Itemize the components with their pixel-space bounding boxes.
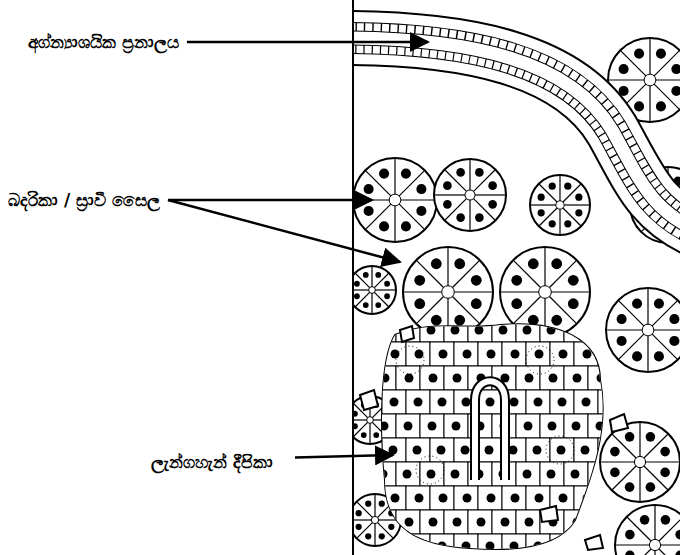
part-label: ලැන්ගහැන් දීපිකා [137, 451, 287, 474]
acinus [600, 422, 680, 502]
leader-arrow [168, 200, 400, 262]
acinus [352, 494, 401, 546]
leader-arrow [187, 41, 428, 44]
part-label: අග්න්‍යාශයික ප්‍රනාලය [28, 31, 179, 54]
part-label: බදරිකා / ස්‍රාවී සෛල [8, 189, 160, 212]
islet [372, 318, 636, 555]
acinus [434, 159, 506, 231]
leader-arrow [168, 199, 372, 202]
acinus [352, 266, 396, 314]
pancreatic-duct [352, 38, 680, 232]
acinus [606, 288, 680, 372]
tissue [352, 0, 680, 555]
blood-vessels [360, 326, 628, 550]
leader-arrow [295, 455, 393, 457]
acinus [615, 505, 680, 555]
acinus [403, 247, 493, 337]
acinus [530, 175, 590, 235]
